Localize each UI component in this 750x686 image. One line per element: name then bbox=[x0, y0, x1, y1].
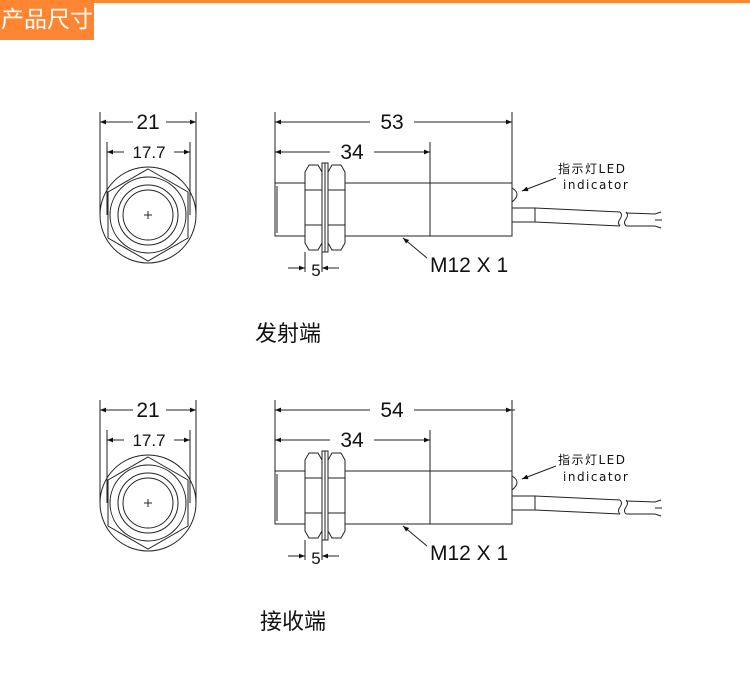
header-accent-line bbox=[0, 0, 750, 3]
dim-thread-length: 34 bbox=[340, 429, 364, 452]
section-title: 产品尺寸 bbox=[0, 0, 94, 40]
dim-thread-length: 34 bbox=[340, 141, 364, 164]
caption-emitter: 发射端 bbox=[255, 322, 322, 347]
dim-outer-diameter: 21 bbox=[136, 111, 159, 134]
dim-nut-width: 5 bbox=[311, 261, 320, 280]
thread-spec: M12 X 1 bbox=[430, 542, 508, 565]
dim-outer-diameter: 21 bbox=[136, 399, 159, 422]
led-label-en: indicator bbox=[563, 470, 629, 484]
led-label-cn: 指示灯LED bbox=[558, 161, 627, 176]
dim-hex-diameter: 17.7 bbox=[132, 431, 165, 450]
dim-hex-diameter: 17.7 bbox=[132, 143, 165, 162]
thread-spec: M12 X 1 bbox=[430, 254, 508, 277]
led-label-cn: 指示灯LED bbox=[558, 452, 627, 467]
dim-nut-width: 5 bbox=[311, 549, 320, 568]
dim-total-length: 53 bbox=[380, 111, 403, 134]
sensor-receiver: 21 17.7 54 34 5 M12 X 1 指示灯LED indicator bbox=[100, 399, 662, 568]
dim-total-length: 54 bbox=[380, 399, 404, 422]
led-label-en: indicator bbox=[563, 178, 629, 192]
sensor-emitter: 21 17.7 53 34 5 M12 X 1 指示灯LED indicator bbox=[100, 111, 662, 280]
caption-receiver: 接收端 bbox=[260, 610, 327, 635]
